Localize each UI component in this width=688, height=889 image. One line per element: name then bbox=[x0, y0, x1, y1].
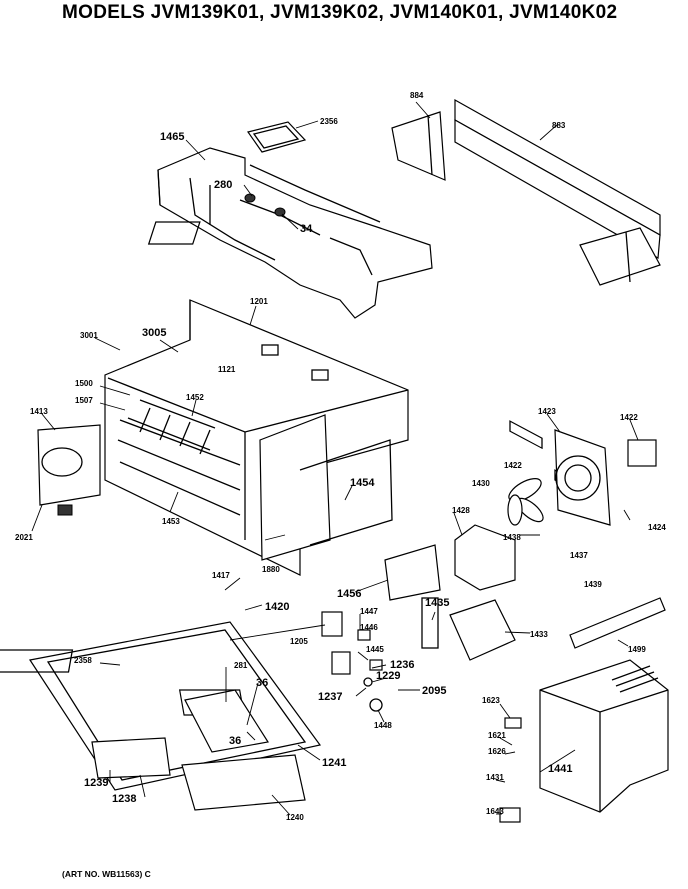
callout-1452: 1452 bbox=[186, 393, 204, 402]
callout-1205: 1205 bbox=[290, 637, 308, 646]
callout-1435: 1435 bbox=[425, 597, 449, 609]
callout-1643: 1643 bbox=[486, 807, 504, 816]
fuse-block-part bbox=[499, 807, 521, 823]
callout-1465: 1465 bbox=[160, 131, 184, 143]
callout-1453: 1453 bbox=[162, 517, 180, 526]
switch-cluster-part bbox=[321, 611, 383, 712]
callout-1420: 1420 bbox=[265, 601, 289, 613]
fan-motor-part bbox=[627, 439, 657, 467]
vent-grille-part bbox=[539, 659, 669, 813]
callout-1433: 1433 bbox=[530, 630, 548, 639]
callout-1240: 1240 bbox=[286, 813, 304, 822]
callout-1445: 1445 bbox=[366, 645, 384, 654]
callout-1229: 1229 bbox=[376, 670, 400, 682]
side-plate-part bbox=[37, 424, 101, 506]
duct-part bbox=[384, 544, 441, 601]
art-number: (ART NO. WB11563) C bbox=[62, 869, 151, 879]
callout-1448: 1448 bbox=[374, 721, 392, 730]
callout-1621: 1621 bbox=[488, 731, 506, 740]
callout-1238: 1238 bbox=[112, 793, 136, 805]
leader-lines bbox=[31, 101, 639, 816]
callout-1201: 1201 bbox=[250, 297, 268, 306]
turntable-part bbox=[41, 447, 83, 477]
callout-1507: 1507 bbox=[75, 396, 93, 405]
callout-36: 36 bbox=[256, 677, 268, 689]
bottom-panel-part bbox=[181, 754, 306, 811]
callout-34: 34 bbox=[300, 223, 313, 235]
callout-36: 36 bbox=[229, 735, 241, 747]
callout-3001: 3001 bbox=[80, 331, 98, 340]
control-plate-part bbox=[91, 737, 171, 779]
callout-1422: 1422 bbox=[504, 461, 522, 470]
callout-1239: 1239 bbox=[84, 777, 108, 789]
callout-884: 884 bbox=[410, 91, 424, 100]
callout-1241: 1241 bbox=[322, 757, 346, 769]
callout-1447: 1447 bbox=[360, 607, 378, 616]
callout-1424: 1424 bbox=[648, 523, 666, 532]
window-part bbox=[184, 689, 269, 753]
callout-2095: 2095 bbox=[422, 685, 446, 697]
callout-281: 281 bbox=[234, 661, 248, 670]
callout-1430: 1430 bbox=[472, 479, 490, 488]
top-housing-part bbox=[147, 147, 433, 319]
callout-1500: 1500 bbox=[75, 379, 93, 388]
callout-1441: 1441 bbox=[548, 763, 572, 775]
relay-part bbox=[504, 717, 522, 729]
capacitor-part bbox=[454, 524, 516, 591]
callout-1880: 1880 bbox=[262, 565, 280, 574]
diagram-title: MODELS JVM139K01, JVM139K02, JVM140K01, … bbox=[62, 2, 618, 23]
callout-2358: 2358 bbox=[74, 656, 92, 665]
mounting-bracket-part bbox=[391, 98, 661, 498]
callout-labels: 1465 2356 884 883 280 34 1201 3001 3005 1121 1500 1… bbox=[15, 91, 666, 822]
fan-blade-part bbox=[507, 478, 544, 526]
callout-1431: 1431 bbox=[486, 773, 504, 782]
terminal-board-part bbox=[421, 597, 439, 649]
oven-cavity-part bbox=[104, 299, 409, 576]
transformer-part bbox=[449, 599, 516, 661]
bar-part bbox=[569, 597, 666, 649]
callout-2356: 2356 bbox=[320, 117, 338, 126]
callout-1422: 1422 bbox=[620, 413, 638, 422]
callout-1236: 1236 bbox=[390, 659, 414, 671]
fan-housing-part bbox=[554, 429, 611, 526]
callout-1437: 1437 bbox=[570, 551, 588, 560]
callout-1439: 1439 bbox=[584, 580, 602, 589]
callout-1438: 1438 bbox=[503, 533, 521, 542]
callout-1456: 1456 bbox=[337, 588, 361, 600]
clip-part bbox=[57, 504, 73, 516]
callout-1423: 1423 bbox=[538, 407, 556, 416]
callout-1499: 1499 bbox=[628, 645, 646, 654]
callout-1454: 1454 bbox=[350, 477, 375, 489]
callout-883: 883 bbox=[552, 121, 566, 130]
callout-1446: 1446 bbox=[360, 623, 378, 632]
callout-1413: 1413 bbox=[30, 407, 48, 416]
callout-1417: 1417 bbox=[212, 571, 230, 580]
callout-3005: 3005 bbox=[142, 327, 166, 339]
callout-2021: 2021 bbox=[15, 533, 33, 542]
callout-1626: 1626 bbox=[488, 747, 506, 756]
callout-1428: 1428 bbox=[452, 506, 470, 515]
callout-1623: 1623 bbox=[482, 696, 500, 705]
callout-1237: 1237 bbox=[318, 691, 342, 703]
callout-1121: 1121 bbox=[218, 365, 236, 374]
callout-280: 280 bbox=[214, 179, 232, 191]
